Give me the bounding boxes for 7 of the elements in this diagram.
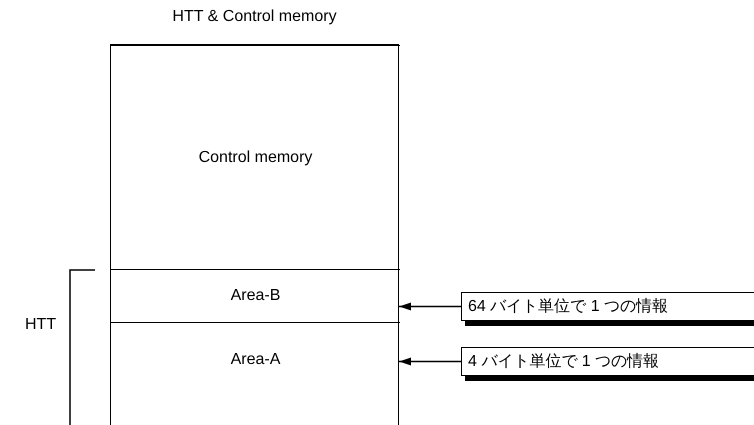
arrow [399, 302, 461, 310]
bracket-label: HTT [25, 316, 56, 334]
block-title: HTT & Control memory [171, 8, 338, 26]
arrow [399, 358, 461, 366]
section-label: Area-B [230, 287, 282, 305]
section-label: Control memory [198, 148, 314, 166]
section-label: Area-A [230, 351, 282, 369]
